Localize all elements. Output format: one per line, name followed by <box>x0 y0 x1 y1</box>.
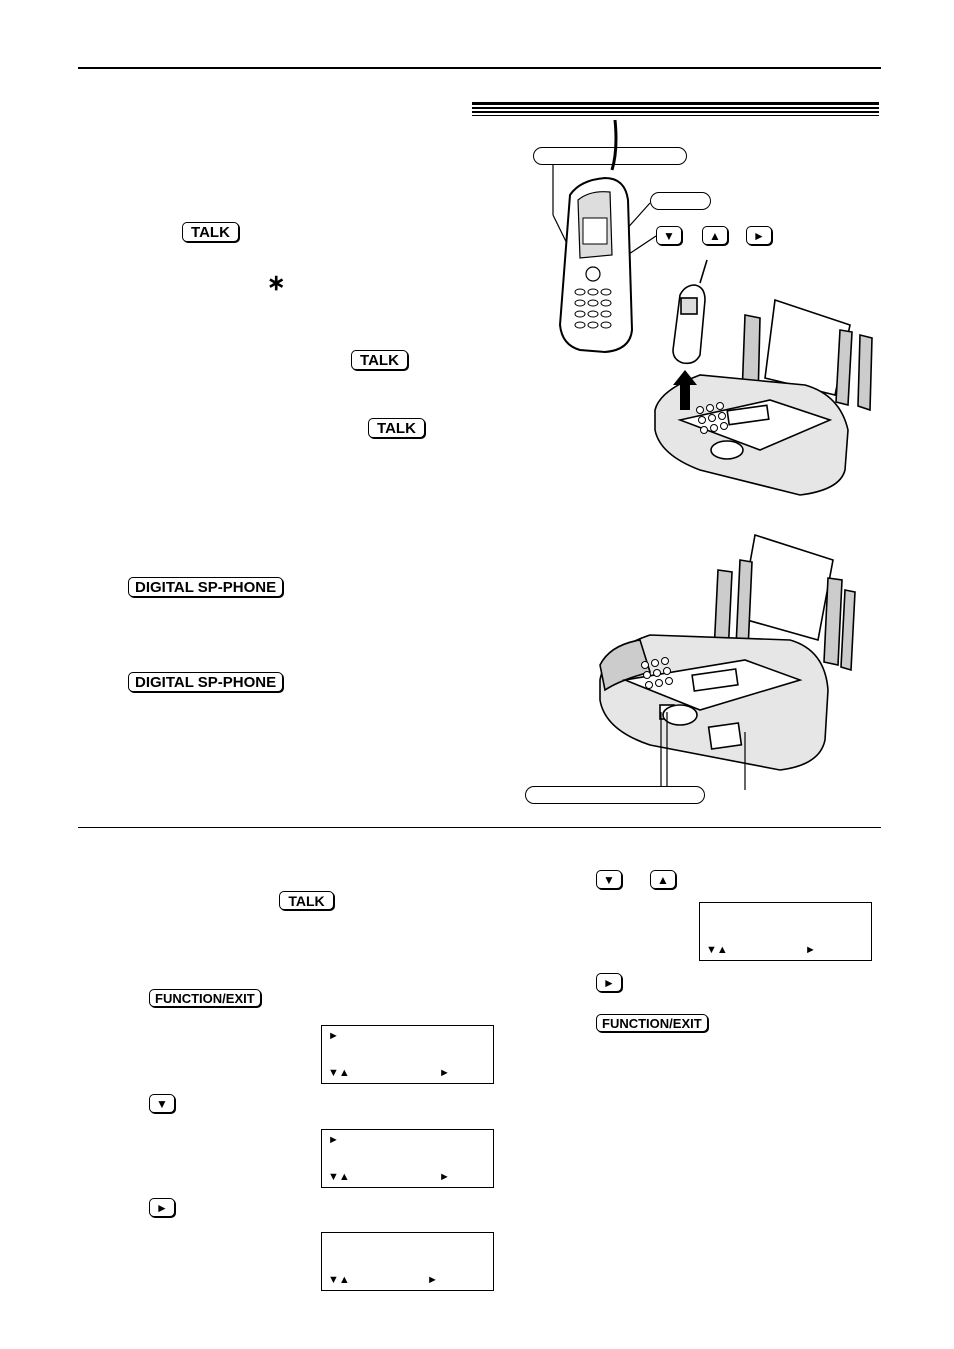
talk-button[interactable]: TALK <box>368 418 425 438</box>
lcd-display: ► ▼▲ ► <box>321 1025 494 1084</box>
lcd-display: ► ▼▲ ► <box>321 1129 494 1188</box>
asterisk-key-symbol: ∗ <box>267 270 286 295</box>
lcd-updown-icon: ▼▲ <box>706 944 728 956</box>
lcd-display: ▼▲ ► <box>321 1232 494 1291</box>
lcd-updown-icon: ▼▲ <box>328 1067 350 1079</box>
right-arrow-button[interactable]: ► <box>746 226 772 245</box>
up-arrow-button[interactable]: ▲ <box>650 870 676 889</box>
digital-sp-phone-button[interactable]: DIGITAL SP-PHONE <box>128 577 284 597</box>
lcd-select-icon: ► <box>439 1067 450 1079</box>
function-exit-button[interactable]: FUNCTION/EXIT <box>596 1014 708 1032</box>
up-arrow-button[interactable]: ▲ <box>702 226 728 245</box>
section-divider <box>78 827 881 828</box>
callout-label-talk <box>650 192 711 210</box>
callout-label-handset <box>533 147 687 165</box>
right-arrow-button[interactable]: ► <box>596 973 622 992</box>
lcd-pointer-icon: ► <box>328 1030 339 1042</box>
lcd-updown-icon: ▼▲ <box>328 1171 350 1183</box>
top-rule <box>78 67 881 69</box>
talk-button[interactable]: TALK <box>351 350 408 370</box>
lcd-pointer-icon: ► <box>328 1134 339 1146</box>
function-exit-button[interactable]: FUNCTION/EXIT <box>149 989 261 1007</box>
right-arrow-button[interactable]: ► <box>149 1198 175 1217</box>
lcd-select-icon: ► <box>439 1171 450 1183</box>
talk-button[interactable]: TALK <box>182 222 239 242</box>
lcd-select-icon: ► <box>427 1274 438 1286</box>
talk-button[interactable]: TALK <box>279 891 334 910</box>
lcd-display: ▼▲ ► <box>699 902 872 961</box>
callout-label-digital-sp-phone <box>525 786 705 804</box>
down-arrow-button[interactable]: ▼ <box>656 226 682 245</box>
digital-sp-phone-button[interactable]: DIGITAL SP-PHONE <box>128 672 284 692</box>
lcd-select-icon: ► <box>805 944 816 956</box>
down-arrow-button[interactable]: ▼ <box>596 870 622 889</box>
down-arrow-button[interactable]: ▼ <box>149 1094 175 1113</box>
section-heading-bar <box>472 102 879 116</box>
lcd-updown-icon: ▼▲ <box>328 1274 350 1286</box>
